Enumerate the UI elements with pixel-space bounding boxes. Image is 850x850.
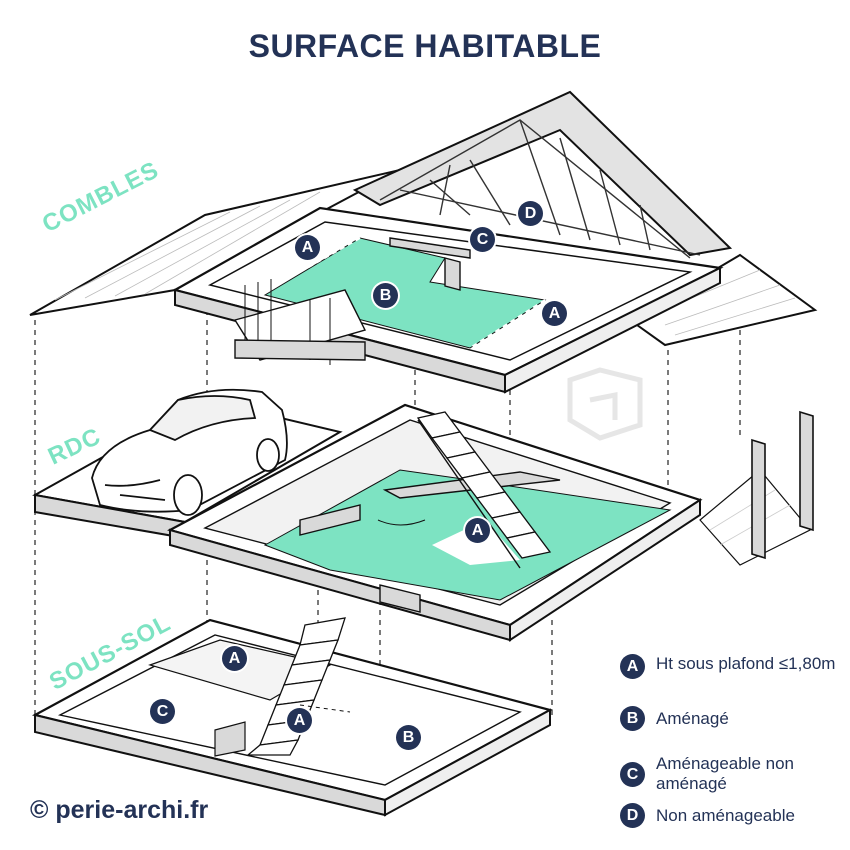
car-illustration <box>91 388 288 516</box>
legend-marker-d: D <box>620 803 645 828</box>
legend-item-d: D Non aménageable <box>620 803 840 843</box>
legend-text-c: Aménageable non aménagé <box>656 754 795 793</box>
marker-rdc-a: A <box>465 518 490 543</box>
marker-combles-a2: A <box>542 301 567 326</box>
legend-text-a: Ht sous plafond ≤1,80m <box>656 654 836 673</box>
credit-text[interactable]: perie-archi.fr <box>55 796 209 824</box>
marker-soussol-c: C <box>150 699 175 724</box>
marker-combles-a1: A <box>295 235 320 260</box>
legend-marker-a: A <box>620 654 645 679</box>
legend-text-b: Aménagé <box>656 709 729 728</box>
legend-marker-c: C <box>620 762 645 787</box>
credit: © perie-archi.fr <box>30 796 208 825</box>
legend-item-b: B Aménagé <box>620 706 840 746</box>
marker-soussol-a2: A <box>287 708 312 733</box>
marker-soussol-a1: A <box>222 646 247 671</box>
legend-item-a: A Ht sous plafond ≤1,80m <box>620 654 840 694</box>
legend-item-c: C Aménageable non aménagé <box>620 754 840 794</box>
marker-combles-d: D <box>518 201 543 226</box>
watermark-logo <box>567 367 643 441</box>
marker-combles-b: B <box>373 283 398 308</box>
combles-level <box>29 90 818 394</box>
marker-combles-c: C <box>470 227 495 252</box>
page-title: SURFACE HABITABLE <box>248 28 602 64</box>
marker-soussol-b: B <box>396 725 421 750</box>
legend-text-d: Non aménageable <box>656 806 795 825</box>
copyright-icon: © <box>30 796 49 824</box>
legend-marker-b: B <box>620 706 645 731</box>
rdc-level <box>32 388 814 642</box>
